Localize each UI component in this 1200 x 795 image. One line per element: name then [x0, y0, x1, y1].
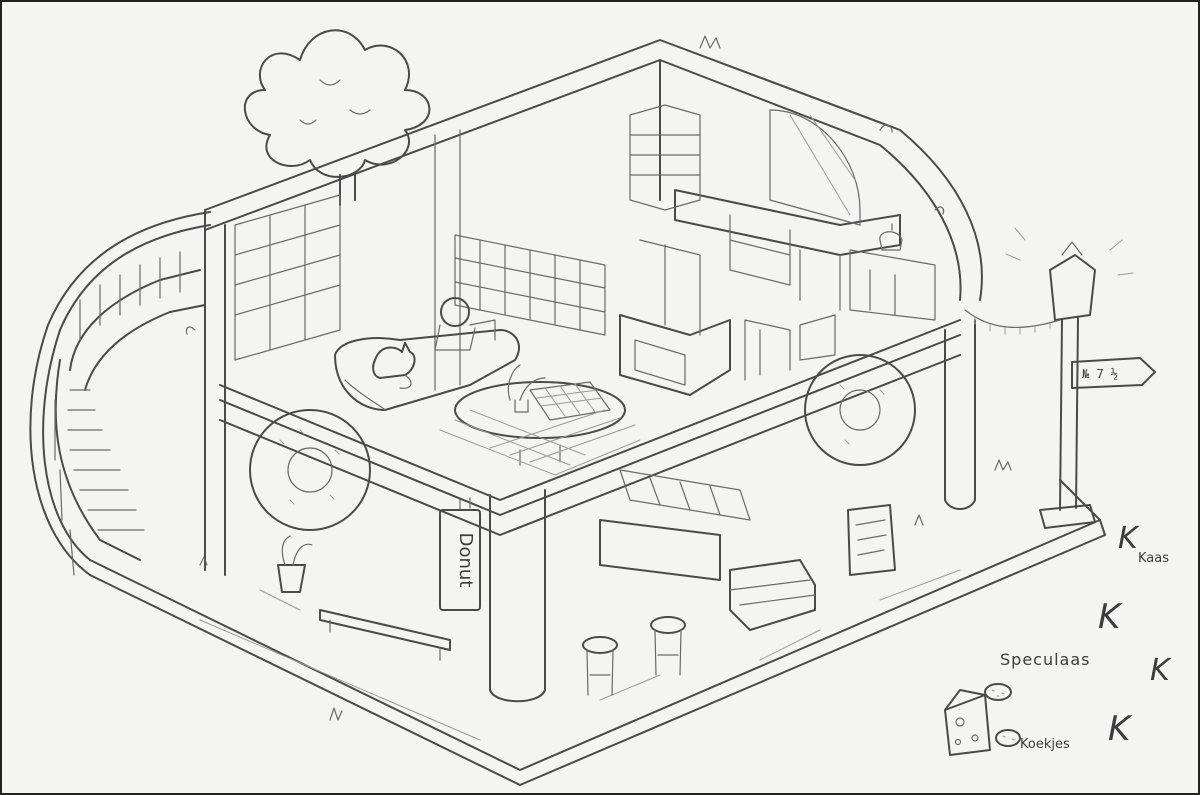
tall-cabinet	[629, 104, 701, 211]
round-window	[769, 109, 861, 226]
sandwich-board	[847, 504, 896, 576]
grass-tufts	[185, 35, 1012, 721]
front-steps	[729, 559, 816, 631]
spiral-staircase	[54, 251, 206, 576]
food-labels: K Kaas K Speculaas K K Koekjes	[1000, 521, 1172, 752]
label-cheese-marker: K	[1118, 521, 1140, 556]
street-sign: № 7 ½	[1071, 357, 1156, 389]
label-cookies: Koekjes	[1020, 737, 1070, 752]
plant-icon	[507, 364, 546, 413]
bench	[319, 609, 451, 661]
bar-stool-left	[582, 636, 618, 696]
floor-rug	[439, 409, 641, 476]
ground-platform	[29, 211, 1106, 786]
bar-stool-right	[650, 616, 686, 676]
street-sign-text: № 7 ½	[1082, 367, 1118, 381]
left-bookshelf	[234, 194, 341, 361]
shop-sign: Donut	[439, 497, 481, 611]
cat-icon	[372, 342, 416, 389]
serving-counter	[599, 469, 751, 581]
label-speculaas: Speculaas	[1000, 650, 1090, 669]
potted-plant	[277, 535, 313, 593]
coffee-table	[454, 381, 626, 466]
label-speculaas-marker: K	[1150, 653, 1172, 688]
string-lights	[964, 309, 1061, 335]
label-cheese: Kaas	[1138, 551, 1169, 566]
cookie-icon	[984, 683, 1021, 747]
donut-mural	[249, 354, 916, 531]
lamp-post-icon	[1005, 227, 1134, 529]
side-table	[744, 314, 836, 381]
reading-person	[434, 297, 496, 351]
kettle-icon	[879, 223, 903, 251]
shop-sign-text: Donut	[455, 533, 476, 588]
sofa	[334, 329, 520, 411]
label-cookies-marker: K	[1108, 709, 1133, 749]
center-bookshelf	[454, 234, 606, 336]
kitchen-counter	[674, 189, 936, 321]
cheese-icon	[944, 689, 991, 756]
fireplace	[619, 239, 731, 396]
stamp-marker: K	[1098, 597, 1123, 637]
